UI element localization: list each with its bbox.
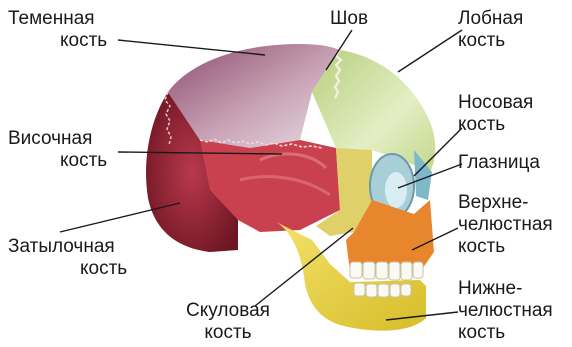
label-mandible: Нижне- челюстная кость	[458, 278, 553, 344]
label-zygomatic-bone: Скуловая кость	[168, 300, 288, 344]
label-line: Скуловая	[168, 300, 288, 322]
label-line: Верхне-	[458, 192, 553, 214]
upper-teeth	[350, 262, 423, 280]
label-suture: Шов	[330, 8, 368, 30]
label-frontal-bone: Лобная кость	[458, 8, 523, 52]
label-line: челюстная	[458, 214, 553, 236]
label-line: Глазница	[458, 152, 540, 174]
label-maxilla: Верхне- челюстная кость	[458, 192, 553, 258]
label-nasal-bone: Носовая кость	[458, 92, 533, 136]
label-line: кость	[8, 150, 107, 172]
label-temporal-bone: Височная кость	[8, 128, 107, 172]
label-orbit: Глазница	[458, 152, 540, 174]
label-line: Лобная	[458, 8, 523, 30]
label-line: кость	[458, 236, 553, 258]
label-line: челюстная	[458, 300, 553, 322]
label-parietal-bone: Теменная кость	[8, 8, 107, 52]
label-line: Височная	[8, 128, 107, 150]
leader-frontal	[398, 30, 462, 72]
label-line: Нижне-	[458, 278, 553, 300]
label-line: Шов	[330, 8, 368, 30]
label-line: кость	[458, 30, 523, 52]
label-line: кость	[8, 30, 107, 52]
label-line: кость	[458, 322, 553, 344]
label-line: Затылочная	[8, 236, 127, 258]
label-occipital-bone: Затылочная кость	[8, 236, 127, 280]
label-line: кость	[458, 114, 533, 136]
leader-parietal	[118, 40, 265, 55]
label-line: Теменная	[8, 8, 107, 30]
label-line: Носовая	[458, 92, 533, 114]
label-line: кость	[8, 258, 127, 280]
label-line: кость	[168, 322, 288, 344]
